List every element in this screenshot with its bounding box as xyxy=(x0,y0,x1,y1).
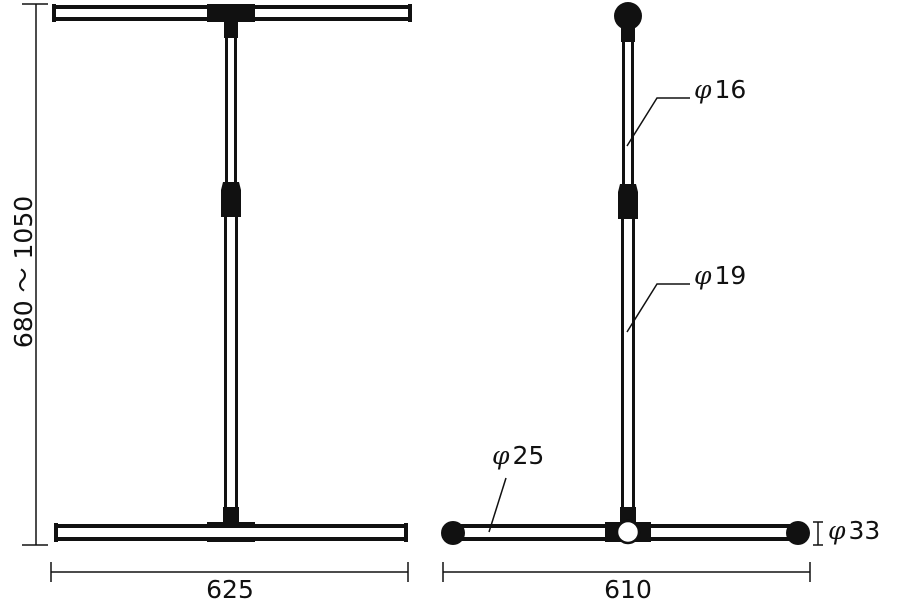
phi-symbol: φ xyxy=(828,516,846,545)
foot-diameter-value: 33 xyxy=(849,516,881,545)
upper-pole-diameter-value: 16 xyxy=(715,75,747,104)
base-bar-diameter-value: 25 xyxy=(513,441,545,470)
leader-line-lower-pole xyxy=(626,283,690,333)
side-base-hub xyxy=(615,519,641,545)
side-bottom-neck xyxy=(620,507,636,523)
phi-symbol: φ xyxy=(694,75,712,104)
front-top-t-connector xyxy=(207,4,255,22)
front-view xyxy=(52,4,412,542)
side-view xyxy=(441,2,810,545)
phi-symbol: φ xyxy=(492,441,510,470)
side-top-knob xyxy=(614,2,642,30)
front-upper-pole xyxy=(225,38,237,182)
side-foot-right xyxy=(786,521,810,545)
front-height-adjuster-clamp xyxy=(221,182,241,217)
side-height-adjuster-clamp xyxy=(618,184,638,219)
leader-line-base-bar xyxy=(488,477,507,533)
front-width-dimension-label: 625 xyxy=(206,575,254,604)
phi-symbol: φ xyxy=(694,261,712,290)
side-top-knob-neck xyxy=(621,26,635,42)
side-width-dimension-label: 610 xyxy=(604,575,652,604)
lower-pole-diameter-value: 19 xyxy=(715,261,747,290)
side-width-dimension: 610 xyxy=(442,562,811,604)
side-upper-pole xyxy=(622,42,634,184)
front-bottom-t-connector-neck xyxy=(223,507,239,523)
front-top-t-connector-neck xyxy=(224,21,238,38)
front-lower-pole xyxy=(224,217,238,509)
height-dimension: 680 ～ 1050 xyxy=(9,3,48,546)
front-base-bar xyxy=(54,523,408,542)
side-lower-pole xyxy=(621,219,635,509)
leader-line-upper-pole xyxy=(626,97,690,147)
height-dimension-label: 680 ～ 1050 xyxy=(9,196,38,348)
front-width-dimension: 625 xyxy=(50,562,409,604)
side-foot-left xyxy=(441,521,465,545)
